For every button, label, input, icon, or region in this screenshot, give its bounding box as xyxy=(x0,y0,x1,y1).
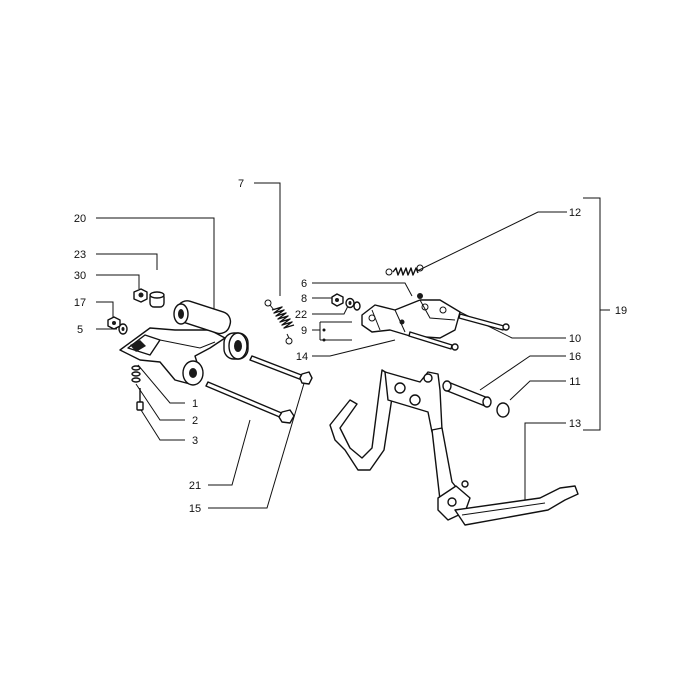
callout-10: 10 xyxy=(569,333,581,345)
callout-23: 23 xyxy=(74,249,86,261)
callout-13: 13 xyxy=(569,418,581,430)
bolt-15 xyxy=(249,355,313,385)
nut-17 xyxy=(107,316,121,330)
bolt-washers-1-2-3 xyxy=(131,365,144,411)
callout-30: 30 xyxy=(74,270,86,282)
nut-30 xyxy=(133,288,148,303)
callout-1: 1 xyxy=(192,398,198,410)
leader-lines xyxy=(96,182,610,509)
spring-7 xyxy=(264,299,295,345)
pin-10 xyxy=(458,313,510,331)
callout-6: 6 xyxy=(301,278,307,290)
callout-9: 9 xyxy=(301,325,307,337)
clip-11 xyxy=(496,402,510,418)
washer-22 xyxy=(345,297,355,309)
nut-8 xyxy=(331,293,344,307)
callout-labels: 7 20 23 30 17 5 1 2 3 21 15 6 8 22 9 14 … xyxy=(74,178,627,515)
pin-16 xyxy=(442,380,492,408)
stand-13 xyxy=(329,369,579,526)
bracket-dots xyxy=(322,328,326,342)
callout-20: 20 xyxy=(74,213,86,225)
washer-9 xyxy=(353,301,361,311)
callout-19: 19 xyxy=(615,305,627,317)
swing-arm-20 xyxy=(119,300,249,386)
callout-2: 2 xyxy=(192,415,198,427)
callout-12: 12 xyxy=(569,207,581,219)
bolt-21 xyxy=(205,381,295,424)
bushing-23 xyxy=(149,291,165,308)
callout-14: 14 xyxy=(296,351,308,363)
callout-15: 15 xyxy=(189,503,201,515)
pin-14 xyxy=(408,331,459,351)
callout-3: 3 xyxy=(192,435,198,447)
callout-16: 16 xyxy=(569,351,581,363)
callout-7: 7 xyxy=(238,178,244,190)
callout-17: 17 xyxy=(74,297,86,309)
callout-11: 11 xyxy=(569,376,580,388)
callout-5: 5 xyxy=(77,324,83,336)
washer-5 xyxy=(118,323,128,335)
callout-22: 22 xyxy=(295,309,307,321)
spring-12 xyxy=(385,264,424,276)
bracket-14 xyxy=(361,293,461,339)
callout-21: 21 xyxy=(189,480,201,492)
callout-8: 8 xyxy=(301,293,307,305)
